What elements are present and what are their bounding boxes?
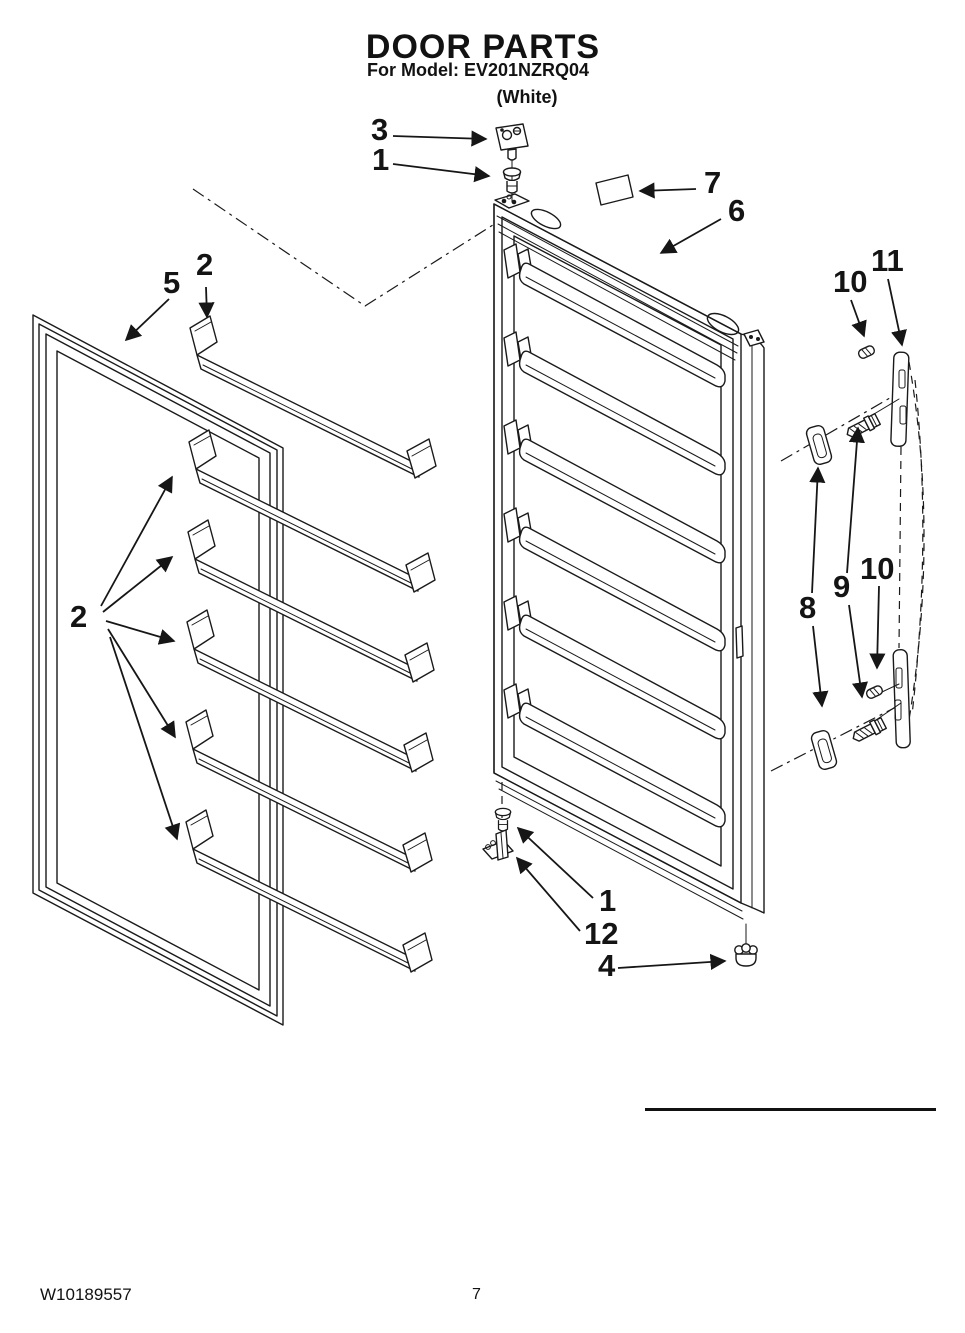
- door-handle: [890, 351, 925, 749]
- plug-button: [734, 943, 758, 967]
- document-number: W10189557: [40, 1285, 132, 1304]
- callout-1-bottom: 1: [599, 883, 616, 918]
- hinge-bracket: [482, 829, 514, 861]
- callout-labels: 3 1 7 6 5 2 2 10 11 8 9 10 1 12 4: [70, 112, 904, 983]
- handle-clip-top: [804, 423, 834, 467]
- callout-2-top: 2: [196, 247, 213, 282]
- handle-screw-top: [843, 412, 882, 442]
- page-title: DOOR PARTS: [365, 28, 601, 66]
- hinge-pin-top: [502, 167, 522, 194]
- callout-4: 4: [598, 948, 616, 983]
- callout-6: 6: [728, 193, 745, 228]
- latch-slot: [735, 625, 744, 659]
- callout-8: 8: [799, 590, 816, 625]
- door-top-right-hinge-detail: [743, 329, 765, 347]
- callout-12: 12: [584, 916, 618, 951]
- callout-10-top: 10: [833, 264, 867, 299]
- name-plate: [595, 174, 634, 206]
- callout-11: 11: [871, 243, 904, 278]
- callout-5: 5: [163, 265, 180, 300]
- handle-screw-plug-top: [856, 343, 877, 361]
- handle-clip-bottom: [809, 728, 839, 772]
- hinge-pin-bottom: [494, 807, 512, 832]
- door-panel: [493, 193, 765, 920]
- handle-screw-plug-bottom: [864, 683, 885, 701]
- model-line: For Model: EV201NZRQ04: [366, 60, 590, 80]
- footer-rule: [645, 1108, 936, 1111]
- shelf-trim-rail: [189, 315, 437, 479]
- door-gasket: [32, 314, 284, 1026]
- color-line: (White): [496, 87, 558, 107]
- callout-1-top: 1: [372, 142, 389, 177]
- callout-9: 9: [833, 569, 850, 604]
- shelf-trim-rails: [185, 315, 437, 973]
- page-number: 7: [472, 1286, 481, 1303]
- shelf-trim-rail: [187, 519, 435, 683]
- shelf-trim-rail: [185, 809, 433, 973]
- callout-10-bottom: 10: [860, 551, 894, 586]
- hinge-cap: [495, 123, 529, 161]
- callout-3: 3: [371, 112, 388, 147]
- shelf-trim-rail: [186, 609, 434, 773]
- callout-7: 7: [704, 165, 721, 200]
- callout-2-fan: 2: [70, 599, 87, 634]
- callout-arrows: [100, 130, 907, 971]
- shelf-trim-rail: [185, 709, 433, 873]
